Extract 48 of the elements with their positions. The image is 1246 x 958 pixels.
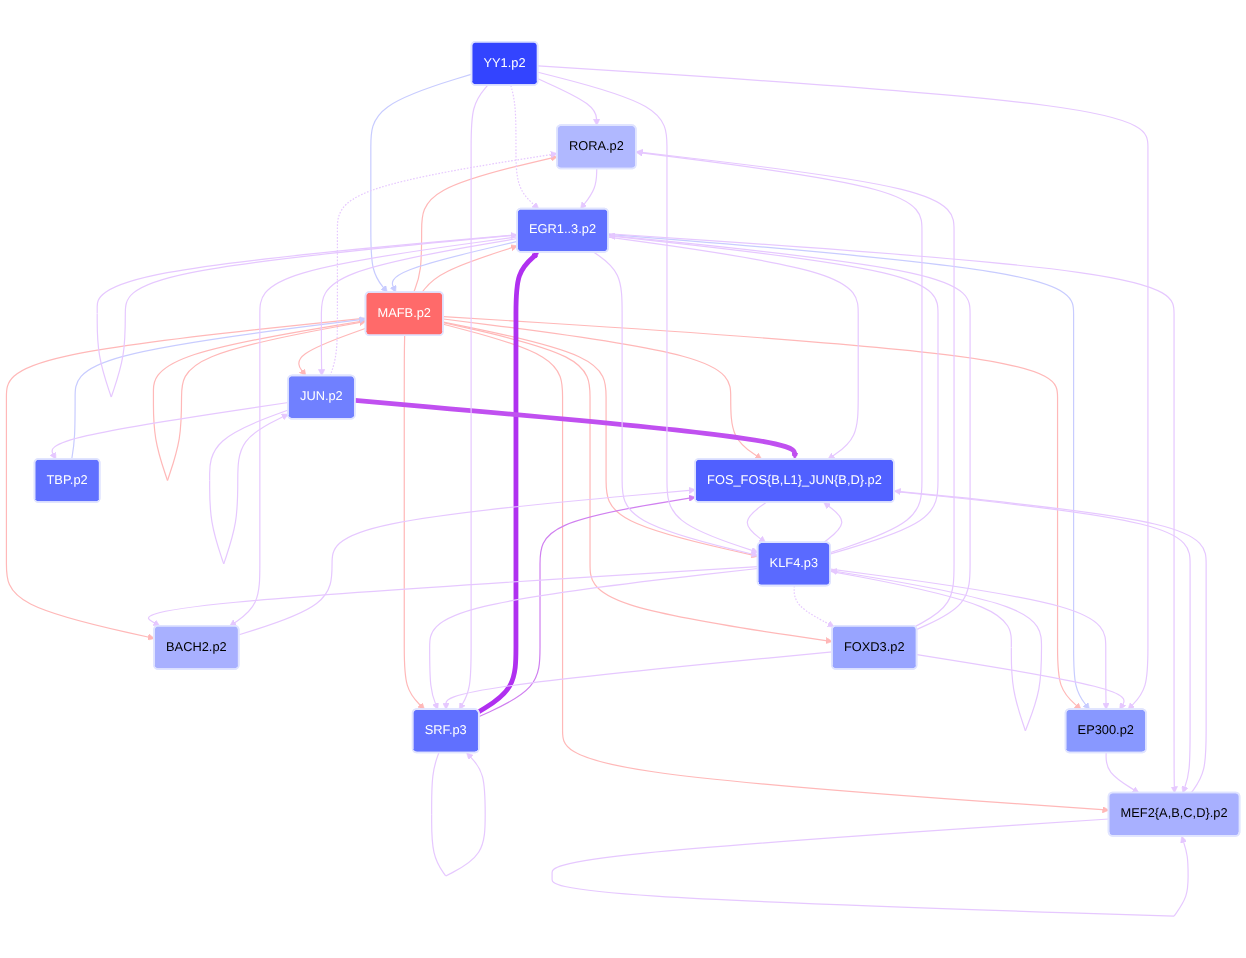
arrow bbox=[478, 494, 696, 718]
arrow bbox=[608, 232, 971, 630]
arrow bbox=[608, 232, 939, 555]
arrow bbox=[459, 84, 489, 710]
arrow bbox=[537, 71, 759, 554]
arrow bbox=[403, 335, 425, 710]
arrow bbox=[829, 568, 1110, 710]
arrow bbox=[389, 240, 518, 293]
arrow bbox=[822, 502, 843, 544]
arrow bbox=[431, 752, 486, 877]
arrow bbox=[916, 654, 1127, 710]
arrow bbox=[49, 401, 289, 460]
arrow bbox=[442, 318, 763, 460]
arrow bbox=[607, 236, 859, 460]
arrow bbox=[537, 78, 601, 126]
arrow bbox=[477, 251, 540, 714]
arrow bbox=[413, 154, 558, 293]
arrow bbox=[152, 319, 367, 482]
arrow bbox=[96, 232, 518, 398]
arrow bbox=[829, 568, 1043, 732]
arrow bbox=[537, 65, 1149, 710]
arrow bbox=[5, 317, 367, 641]
arrow bbox=[429, 567, 759, 710]
arrow bbox=[442, 315, 1082, 710]
arrow bbox=[793, 585, 835, 628]
arrow bbox=[329, 151, 558, 377]
arrow bbox=[635, 149, 955, 628]
arrow bbox=[370, 73, 473, 293]
arrow bbox=[593, 251, 759, 558]
arrow bbox=[71, 316, 367, 460]
arrow bbox=[442, 651, 833, 710]
arrow bbox=[298, 327, 367, 377]
arrow bbox=[551, 818, 1189, 917]
arrow bbox=[580, 168, 598, 210]
arrow bbox=[238, 486, 696, 636]
arrow bbox=[746, 501, 767, 543]
arrow bbox=[607, 233, 1178, 794]
arrow bbox=[442, 322, 833, 645]
arrow bbox=[318, 237, 518, 377]
arrow bbox=[147, 566, 759, 627]
arrow bbox=[607, 233, 1090, 710]
arrow bbox=[229, 236, 518, 627]
arrow bbox=[510, 84, 540, 210]
arrow bbox=[355, 398, 799, 460]
arrow bbox=[1105, 752, 1140, 794]
arrow bbox=[442, 323, 1110, 814]
arrow bbox=[209, 409, 289, 565]
arrow bbox=[421, 244, 518, 293]
